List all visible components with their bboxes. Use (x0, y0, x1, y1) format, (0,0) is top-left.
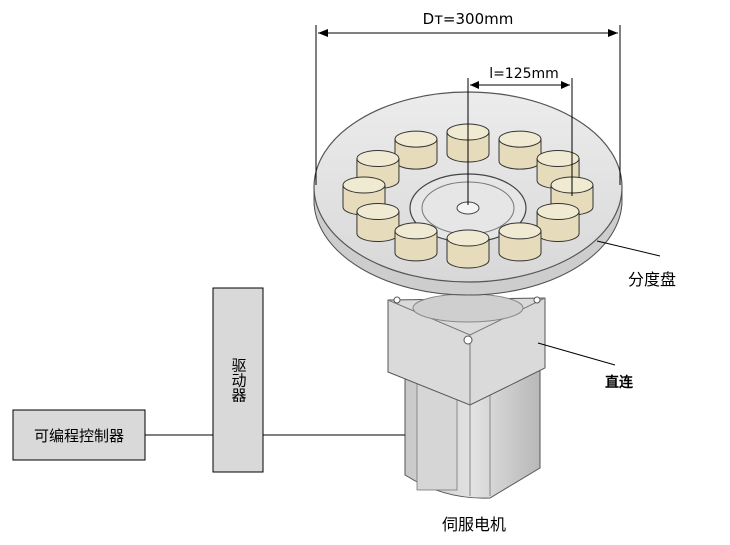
workpiece-cylinder (498, 222, 542, 262)
dimension-dt: Dт=300mm (315, 10, 621, 185)
dt-dimension-label: Dт=300mm (423, 10, 514, 28)
workpiece-cylinder (536, 203, 580, 242)
driver-label: 驱动器 (230, 358, 248, 403)
workpiece-cylinder (446, 229, 490, 269)
l-dimension-label: l=125mm (489, 66, 559, 82)
workpiece-cylinder (394, 130, 438, 170)
direct-connection-leader (537, 342, 616, 366)
workpiece-ring (342, 123, 594, 269)
plc-box: 可编程控制器 (12, 409, 146, 461)
servo-motor-label: 伺服电机 (442, 515, 506, 534)
workpiece-cylinder (394, 222, 438, 262)
index-plate-leader (596, 240, 661, 257)
workpiece-cylinder (356, 203, 400, 242)
servo-motor (387, 293, 546, 499)
dimension-l: l=125mm (467, 66, 573, 205)
driver-box: 驱动器 (212, 287, 264, 473)
direct-connection-label: 直连 (605, 374, 634, 391)
index-plate-label: 分度盘 (628, 270, 676, 289)
workpiece-cylinder (498, 130, 542, 170)
plc-label: 可编程控制器 (34, 427, 124, 445)
